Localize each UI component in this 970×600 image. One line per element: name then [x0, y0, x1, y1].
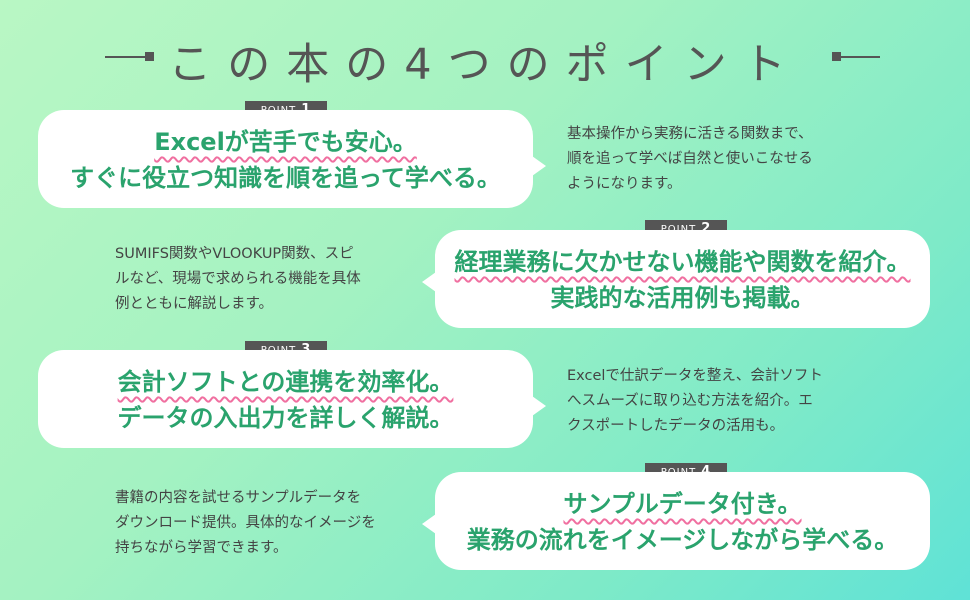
- point-4-desc-line: 書籍の内容を試せるサンプルデータを: [115, 490, 362, 506]
- point-1-badge-number: 1: [301, 102, 311, 117]
- point-3-headline-line2: データの入出力を詳しく解説。: [117, 404, 454, 432]
- point-3-badge-number: 3: [301, 342, 311, 357]
- point-3-desc-line: クスポートしたデータの活用も。: [567, 418, 785, 434]
- point-1-desc-line: ようになります。: [567, 176, 682, 192]
- point-2-desc-line: SUMIFS関数やVLOOKUP関数、スピ: [115, 246, 354, 262]
- point-2-headline: 経理業務に欠かせない機能や関数を紹介。 実践的な活用例も掲載。: [435, 244, 930, 316]
- point-1-description: 基本操作から実務に活きる関数まで、 順を追って学べば自然と使いこなせる ようにな…: [567, 122, 813, 197]
- point-3-headline-emph: 会計ソフトとの連携を効率化。: [117, 368, 454, 396]
- point-4-headline-emph: サンプルデータ付き。: [563, 490, 802, 518]
- point-1-headline-emph: Excelが苦手でも安心。: [154, 128, 417, 156]
- point-4-badge-number: 4: [701, 464, 711, 479]
- point-4-desc-line: ダウンロード提供。具体的なイメージを: [115, 515, 376, 531]
- point-3-desc-line: へスムーズに取り込む方法を紹介。エ: [567, 393, 813, 409]
- point-3-desc-line: Excelで仕訳データを整え、会計ソフト: [567, 368, 823, 384]
- point-4-headline-line2: 業務の流れをイメージしながら学べる。: [466, 526, 899, 554]
- point-2-badge-label: POINT: [661, 224, 696, 235]
- point-3-bubble: 会計ソフトとの連携を効率化。 データの入出力を詳しく解説。: [38, 350, 546, 448]
- point-2-bubble: 経理業務に欠かせない機能や関数を紹介。 実践的な活用例も掲載。: [422, 230, 930, 328]
- point-2-headline-line2: 実践的な活用例も掲載。: [550, 284, 815, 312]
- point-1-desc-line: 基本操作から実務に活きる関数まで、: [567, 126, 813, 142]
- point-1-headline-line2: すぐに役立つ知識を順を追って学べる。: [70, 164, 501, 192]
- point-1-bubble-tail: [532, 156, 546, 176]
- point-2-desc-line: 例とともに解説します。: [115, 296, 274, 312]
- page-title-area: この本の4つのポイント: [0, 22, 970, 92]
- point-1-headline: Excelが苦手でも安心。 すぐに役立つ知識を順を追って学べる。: [38, 124, 533, 196]
- point-4-desc-line: 持ちながら学習できます。: [115, 540, 288, 556]
- point-2-bubble-tail: [422, 272, 436, 292]
- point-2-description: SUMIFS関数やVLOOKUP関数、スピ ルなど、現場で求められる機能を具体 …: [115, 242, 361, 317]
- point-4-bubble-tail: [422, 514, 436, 534]
- title-divider-left: [105, 56, 153, 58]
- point-2-badge-number: 2: [701, 221, 712, 236]
- point-3-bubble-tail: [532, 396, 546, 416]
- point-2-desc-line: ルなど、現場で求められる機能を具体: [115, 271, 361, 287]
- title-divider-right: [832, 56, 880, 58]
- point-1-bubble: Excelが苦手でも安心。 すぐに役立つ知識を順を追って学べる。: [38, 110, 546, 208]
- point-3-headline: 会計ソフトとの連携を効率化。 データの入出力を詳しく解説。: [38, 364, 533, 436]
- point-4-description: 書籍の内容を試せるサンプルデータを ダウンロード提供。具体的なイメージを 持ちな…: [115, 486, 376, 561]
- point-3-description: Excelで仕訳データを整え、会計ソフト へスムーズに取り込む方法を紹介。エ ク…: [567, 364, 823, 439]
- page-title: この本の4つのポイント: [168, 40, 802, 90]
- title-dot-left: [145, 52, 154, 61]
- point-1-desc-line: 順を追って学べば自然と使いこなせる: [567, 151, 813, 167]
- point-4-bubble: サンプルデータ付き。 業務の流れをイメージしながら学べる。: [422, 472, 930, 570]
- point-4-headline: サンプルデータ付き。 業務の流れをイメージしながら学べる。: [435, 486, 930, 558]
- point-2-headline-emph: 経理業務に欠かせない機能や関数を紹介。: [454, 248, 911, 276]
